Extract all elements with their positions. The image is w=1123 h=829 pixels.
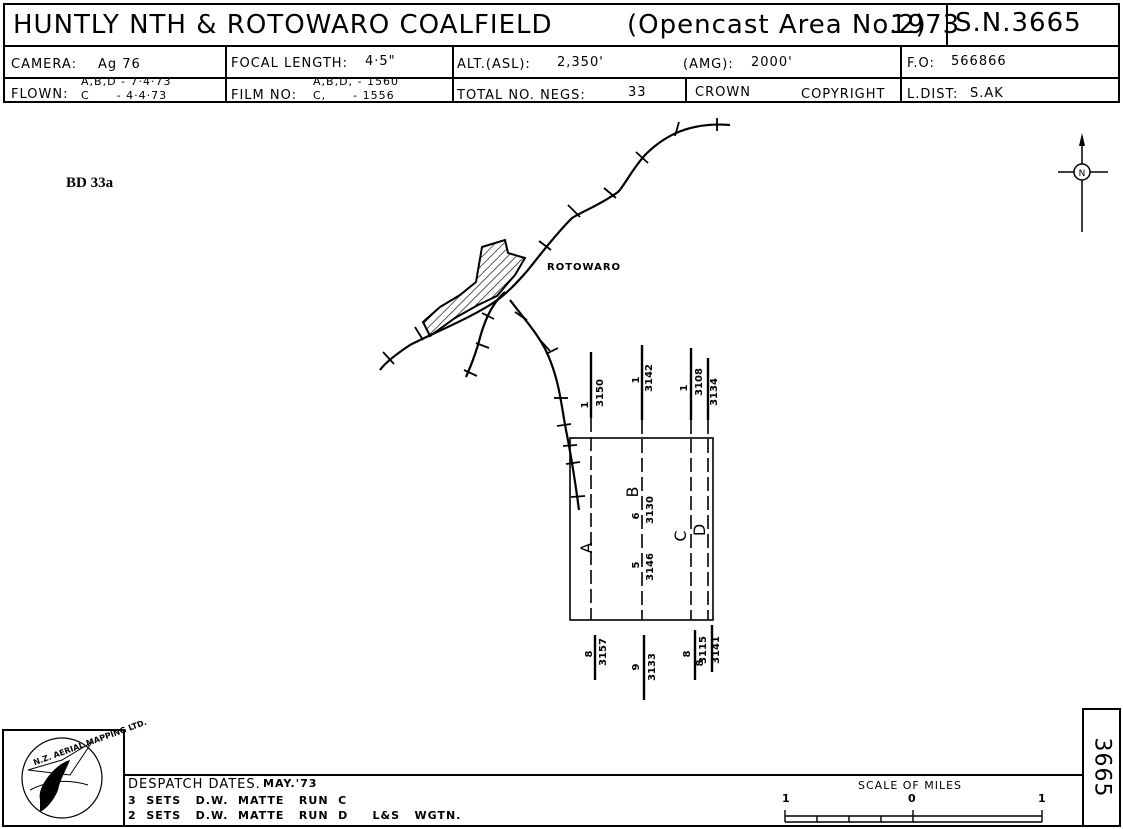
fo-value: 566866	[951, 54, 1007, 69]
railway-branch-south	[509, 299, 581, 511]
sheet-number-box: 3665	[1083, 709, 1120, 826]
survey-number: S.N.3665	[955, 8, 1082, 38]
run-d-bottom-end: 3141	[711, 636, 722, 664]
run-b-top-end: 3142	[644, 364, 655, 392]
row-divider	[5, 45, 1118, 47]
run-d-label: D	[690, 524, 709, 536]
run-b-top-start: 1	[631, 376, 642, 383]
amg-value: 2000'	[751, 55, 793, 70]
railway-ticks	[382, 118, 718, 498]
railway-branch-west	[464, 291, 506, 378]
flown-line2: C - 4·4·73	[81, 89, 168, 102]
run-c-top-end: 3108	[694, 368, 705, 396]
film-line2: C, - 1556	[313, 89, 395, 102]
flown-line1: A,B,D - 7·4·73	[81, 75, 172, 88]
scale-bar	[784, 810, 1043, 823]
film-line1: A,B,D, - 1560	[313, 75, 399, 88]
run-b-mid1-start: 6	[631, 512, 642, 519]
run-a-top-end: 3150	[595, 379, 606, 407]
north-arrow	[1058, 133, 1108, 232]
run-a-label: A	[577, 542, 596, 553]
railway-lines	[379, 123, 731, 511]
despatch-line1: 3 SETS D.W. MATTE RUN C	[128, 794, 348, 807]
despatch-date: MAY.'73	[263, 777, 318, 790]
run-b-mid2-end: 3146	[645, 553, 656, 581]
despatch-label: DESPATCH DATES.	[128, 777, 261, 792]
railway-main	[379, 123, 731, 371]
fo-label: F.O:	[907, 56, 935, 71]
film-label: FILM NO:	[231, 88, 298, 103]
run-a-bottom-end: 3157	[598, 638, 609, 666]
run-c-bottom-start: 8	[682, 650, 693, 657]
focal-value: 4·5"	[365, 54, 396, 69]
divider	[946, 5, 948, 45]
sheet-ref: BD 33a	[66, 175, 114, 191]
footer-frame	[2, 708, 1121, 827]
negs-value: 33	[628, 85, 647, 100]
sheet-number: 3665	[1089, 737, 1114, 798]
ldist-value: S.AK	[970, 86, 1004, 101]
divider	[452, 45, 454, 103]
camera-value: Ag 76	[98, 57, 141, 72]
run-b-mid2-start: 5	[631, 561, 642, 568]
focal-label: FOCAL LENGTH:	[231, 56, 348, 71]
run-d-top-end: 3134	[709, 378, 720, 406]
scale-right: 1	[1038, 792, 1047, 805]
run-c-bottom-end: 3115	[698, 636, 709, 664]
title-place: HUNTLY NTH & ROTOWARO COALFIELD	[13, 10, 553, 40]
crown-label: CROWN	[695, 85, 751, 100]
run-a-bottom-start: 8	[584, 650, 595, 657]
divider	[900, 45, 902, 103]
scale-zero: 0	[908, 792, 917, 805]
run-c-top-start: 1	[679, 384, 690, 391]
run-a-top-start: 1	[580, 401, 591, 408]
camera-label: CAMERA:	[11, 57, 77, 72]
despatch-line2: 2 SETS D.W. MATTE RUN D L&S WGTN.	[128, 809, 462, 822]
run-b-mid1-end: 3130	[645, 496, 656, 524]
row-divider	[5, 77, 1118, 79]
alt-value: 2,350'	[557, 55, 604, 70]
run-c-label: C	[671, 530, 690, 541]
run-b-label: B	[623, 487, 642, 498]
north-label: N	[1079, 169, 1086, 179]
rotowaro-hatched-area	[421, 238, 527, 338]
title-block: HUNTLY NTH & ROTOWARO COALFIELD (Opencas…	[3, 3, 1120, 103]
run-d-bottom-start: 8	[695, 659, 706, 666]
flown-label: FLOWN:	[11, 87, 69, 102]
run-b-bottom-end: 3133	[647, 653, 658, 681]
divider	[225, 45, 227, 103]
ldist-label: L.DIST:	[907, 87, 959, 102]
flight-runs	[589, 345, 714, 700]
scale-left: 1	[782, 792, 791, 805]
nz-aerial-mapping-logo	[21, 737, 103, 819]
run-b-bottom-start: 9	[631, 663, 642, 670]
place-label-rotowaro: ROTOWARO	[547, 262, 621, 273]
run-letters: A B C D	[577, 487, 709, 554]
run-photo-numbers: 1 3150 1 3142 1 3108 3134 6 3130 5 3146 …	[580, 364, 722, 681]
copyright-label: COPYRIGHT	[801, 87, 886, 102]
scale-label: SCALE OF MILES	[858, 779, 963, 792]
divider	[685, 77, 687, 103]
amg-label: (AMG):	[683, 57, 734, 72]
alt-label: ALT.(ASL):	[457, 57, 531, 72]
title-area: (Opencast Area No.2)	[627, 10, 927, 40]
negs-label: TOTAL NO. NEGS:	[457, 88, 586, 103]
